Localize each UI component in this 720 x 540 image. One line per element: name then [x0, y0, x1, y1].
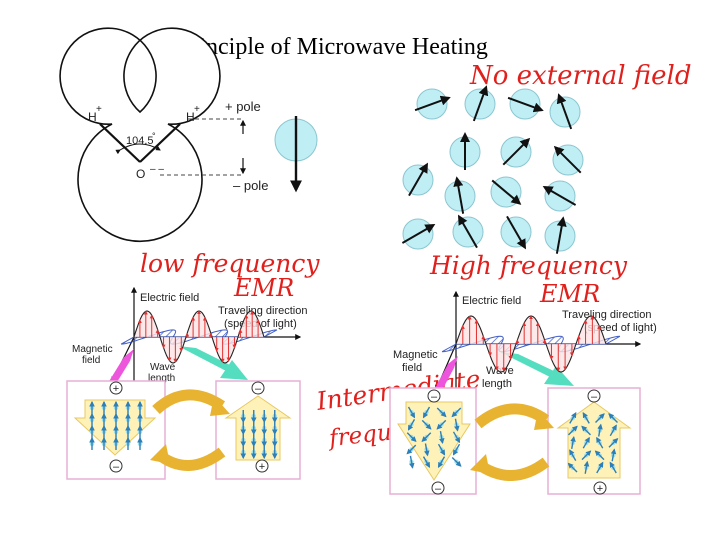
- dipole-sphere: [500, 136, 532, 168]
- right-electric-field-label: Electric field: [462, 295, 521, 307]
- left-wave-label: Wave: [150, 362, 176, 373]
- dipole-sphere: [490, 176, 522, 208]
- negative-pole-label: – pole: [233, 178, 268, 193]
- right-speed-label: (speed of light): [584, 322, 657, 334]
- dipole-sphere: [449, 132, 481, 170]
- random-dipole-cluster: [401, 85, 584, 254]
- dipole-sphere: [401, 218, 436, 250]
- right-panel-b-dipoles: [567, 412, 619, 474]
- left-panel-a-dipoles: [89, 400, 143, 450]
- left-electric-field-label: Electric field: [140, 292, 199, 304]
- left-panel-a-bottom-pole: –: [113, 461, 120, 473]
- right-panel-b-bottom-pole: +: [597, 483, 603, 495]
- dipole-sphere: [402, 162, 434, 197]
- dipole-sphere: [507, 88, 544, 120]
- right-panel-a-top-pole: –: [431, 391, 438, 403]
- oxygen-label: O: [136, 167, 145, 181]
- left-traveling-label: Traveling direction: [218, 305, 307, 317]
- hydrogen-right-label: H: [186, 110, 195, 124]
- left-panel-a-top-pole: +: [113, 383, 119, 395]
- left-magnetic-label-2: field: [82, 355, 100, 366]
- hydrogen-left-label: H: [88, 110, 97, 124]
- dipole-sphere: [414, 88, 451, 120]
- dipole-sphere: [452, 214, 484, 249]
- dipole-sphere: [500, 215, 532, 250]
- high-emr-annotation: EMR: [539, 280, 600, 308]
- dipole-sphere: [542, 180, 577, 212]
- dipole-sphere: [444, 176, 476, 214]
- positive-pole-label: + pole: [225, 99, 261, 114]
- high-frequency-annotation: High frequency: [429, 251, 628, 280]
- left-panel-b-bottom-pole: +: [259, 461, 265, 473]
- water-molecule: H + H + 104.5 ° O – – + pole – pole: [59, 27, 318, 243]
- curved-arrow-lower-right: [470, 454, 490, 474]
- left-panel-b-top-pole: –: [255, 383, 262, 395]
- hydrogen-right-charge: +: [194, 104, 200, 115]
- left-panel-b-dipoles: [240, 410, 278, 460]
- curved-arrow-upper-left: [210, 396, 230, 416]
- dipole-sphere: [544, 216, 576, 254]
- hydrogen-left-charge: +: [96, 104, 102, 115]
- right-panel-b-top-pole: –: [591, 391, 598, 403]
- right-length-label: length: [482, 378, 512, 390]
- right-magnetic-label: Magnetic: [393, 349, 438, 361]
- left-magnetic-label: Magnetic: [72, 344, 113, 355]
- right-wave-diagram: Electric field Traveling direction (spee…: [393, 290, 657, 402]
- dipole-sphere: [549, 93, 581, 130]
- curved-arrow-upper-right: [534, 410, 554, 430]
- curved-arrow-lower-left: [150, 444, 170, 464]
- right-traveling-label: Traveling direction: [562, 309, 651, 321]
- oxygen-charge: – –: [150, 164, 164, 175]
- left-length-label: length: [148, 373, 175, 384]
- no-field-annotation: No external field: [469, 61, 692, 91]
- right-panel-a-dipoles: [406, 406, 462, 469]
- left-rotation-panels: + – – +: [66, 380, 301, 480]
- page-title: Principle of Microwave Heating: [178, 34, 488, 60]
- dipole-sphere: [552, 144, 584, 176]
- low-frequency-annotation: low frequency: [140, 249, 320, 278]
- right-panel-a-bottom-pole: –: [435, 483, 442, 495]
- left-wave-diagram: Electric field Traveling direction (spee…: [72, 286, 307, 396]
- right-magnetic-label-2: field: [402, 362, 422, 374]
- low-emr-annotation: EMR: [233, 274, 294, 302]
- dipole-sphere: [464, 85, 496, 122]
- right-rotation-panels: – – – +: [389, 387, 641, 495]
- bond-angle-label: 104.5: [126, 135, 154, 147]
- bond-angle-degree: °: [152, 131, 156, 141]
